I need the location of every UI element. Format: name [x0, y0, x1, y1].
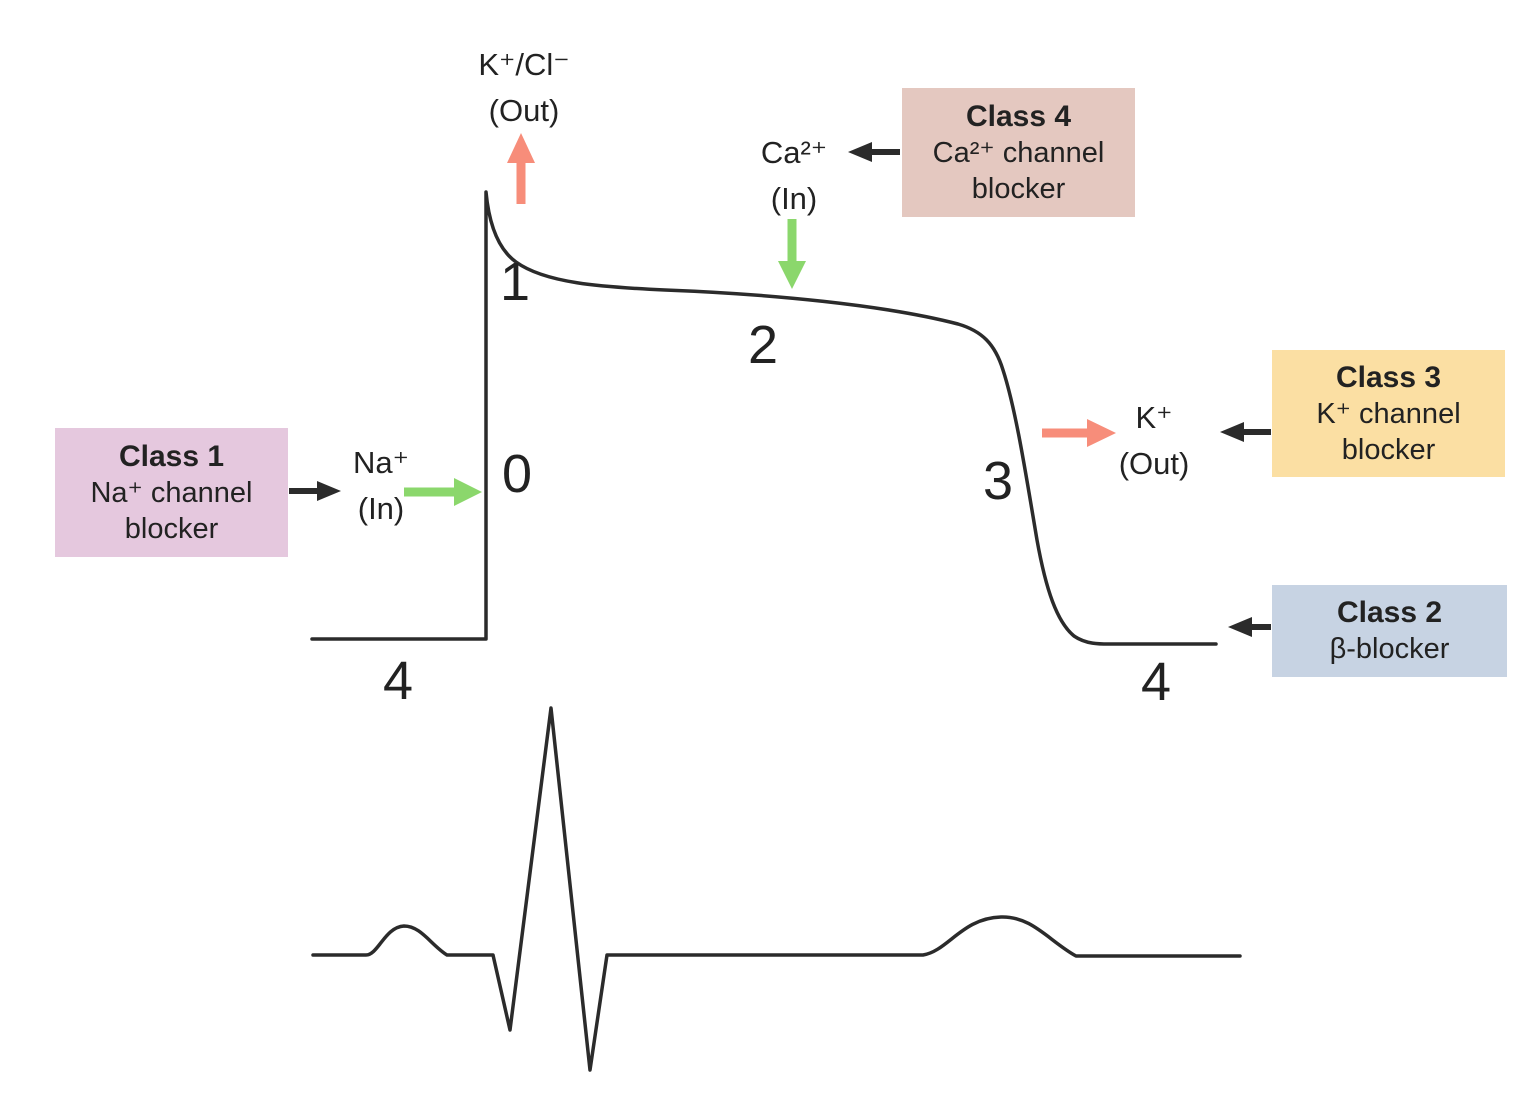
class1-line1: Na⁺ channel [90, 476, 253, 509]
class4-line2: blocker [971, 172, 1066, 205]
class4-box: Class 4 Ca²⁺ channel blocker [902, 88, 1135, 217]
action-potential-curve [310, 190, 1218, 646]
class1-line2: blocker [124, 512, 219, 545]
class3-box: Class 3 K⁺ channel blocker [1272, 350, 1505, 477]
class3-line1: K⁺ channel [1316, 397, 1461, 430]
na-in-ion: Na⁺ [353, 445, 409, 480]
kcl-out-label: K⁺/Cl⁻ (Out) [478, 42, 569, 134]
k-out-ion: K⁺ [1135, 400, 1173, 435]
class4-title: Class 4 [965, 99, 1072, 133]
ecg-trace [311, 706, 1242, 1072]
class2-box: Class 2 β-blocker [1272, 585, 1507, 677]
class4-pointer-arrow [848, 142, 900, 162]
kcl-outward-arrow [507, 133, 535, 204]
ca-in-direction: (In) [770, 181, 818, 216]
phase-4-left-label: 4 [382, 651, 414, 711]
class2-title: Class 2 [1336, 596, 1443, 629]
k-out-direction: (Out) [1118, 446, 1190, 481]
ca-in-ion: Ca²⁺ [760, 135, 828, 170]
class3-pointer-arrow [1220, 422, 1271, 442]
kcl-out-direction: (Out) [488, 93, 560, 128]
ca-inward-arrow [778, 219, 806, 289]
na-in-label: Na⁺ (In) [353, 440, 409, 532]
phase-4-right-label: 4 [1140, 652, 1172, 712]
kcl-out-ion: K⁺/Cl⁻ [478, 47, 570, 82]
phase-1-label: 1 [499, 252, 531, 312]
class3-line2: blocker [1341, 433, 1436, 466]
class2-pointer-arrow [1228, 617, 1271, 637]
na-inward-arrow [404, 478, 482, 506]
k-out-label: K⁺ (Out) [1119, 395, 1190, 487]
class1-title: Class 1 [118, 439, 225, 473]
class3-title: Class 3 [1335, 360, 1442, 394]
phase-2-label: 2 [747, 315, 779, 375]
k-outward-arrow [1042, 419, 1116, 447]
phase-0-label: 0 [501, 444, 533, 504]
class4-line1: Ca²⁺ channel [932, 136, 1105, 169]
phase-3-label: 3 [982, 451, 1014, 511]
class1-pointer-arrow [289, 481, 341, 501]
ca-in-label: Ca²⁺ (In) [761, 130, 827, 222]
class1-box: Class 1 Na⁺ channel blocker [55, 428, 288, 557]
na-in-direction: (In) [357, 491, 405, 526]
class2-line1: β-blocker [1329, 633, 1450, 665]
